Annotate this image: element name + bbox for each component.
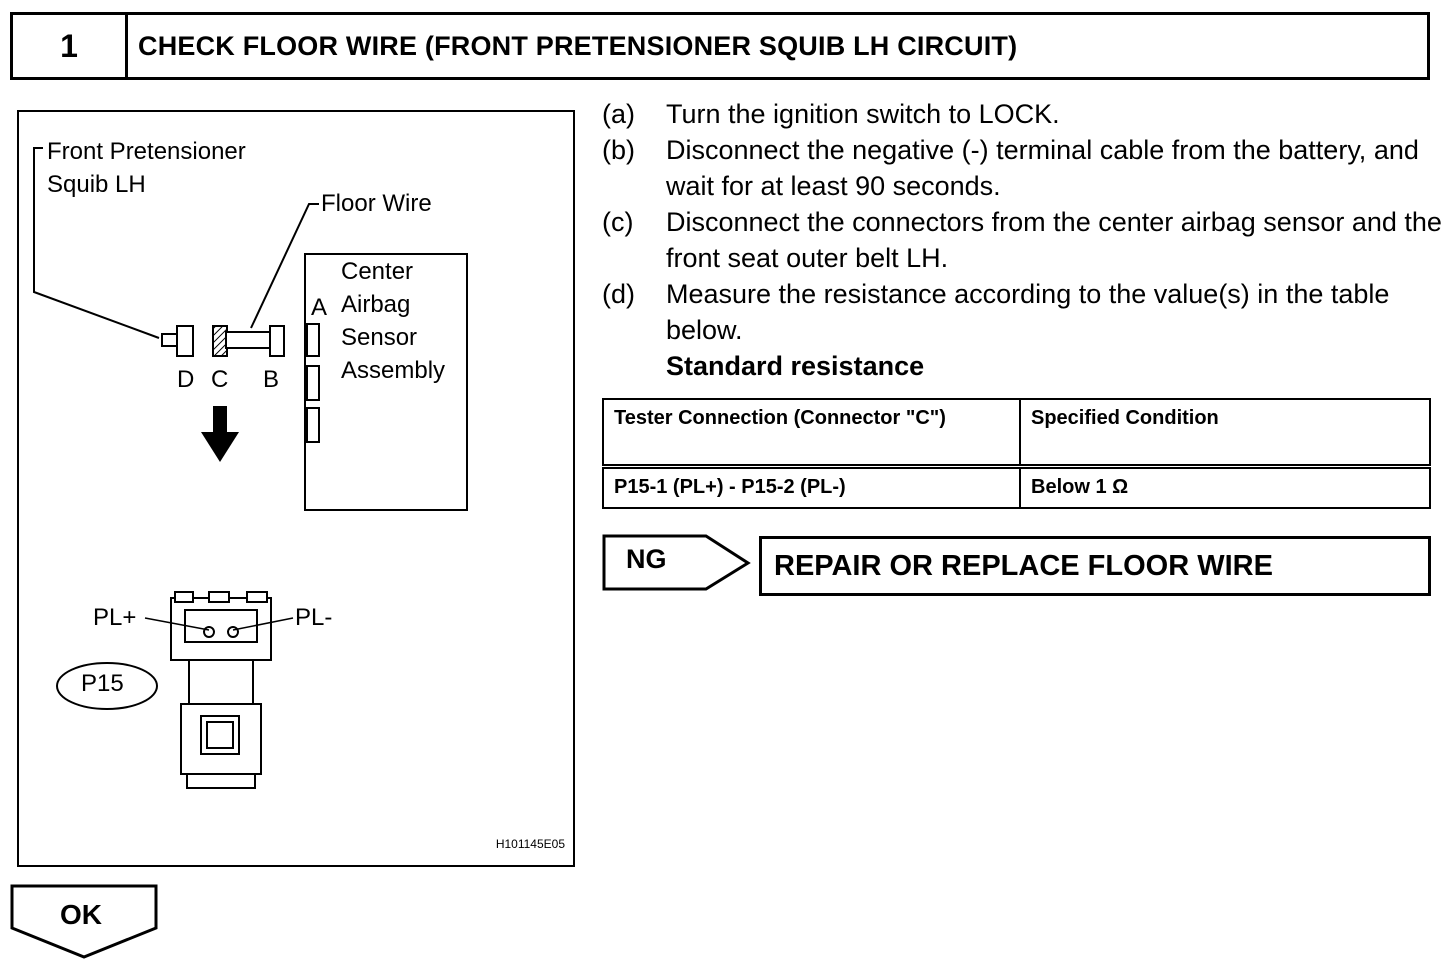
instruction-item: (d) Measure the resistance according to …: [602, 276, 1442, 348]
pl-minus-leader: [232, 617, 294, 631]
instruction-letter: (a): [602, 99, 635, 129]
standard-heading: Standard resistance: [666, 351, 925, 381]
instruction-list: (a) Turn the ignition switch to LOCK. (b…: [602, 96, 1442, 384]
pin-minus-label: PL-: [295, 604, 333, 631]
center-airbag-sensor-box: [304, 253, 468, 511]
table-header-cell: Tester Connection (Connector "C"): [602, 398, 1021, 469]
table-cell: P15-1 (PL+) - P15-2 (PL-): [602, 465, 1021, 509]
connector-letter-b: B: [263, 366, 280, 393]
squib-label-line2: Squib LH: [47, 171, 146, 198]
figure-code: H101145E05: [495, 837, 565, 851]
spec-table: Tester Connection (Connector "C") Specif…: [602, 398, 1431, 509]
connector-a-port-1: [306, 323, 320, 357]
instruction-text: Disconnect the connectors from the cente…: [666, 207, 1442, 273]
connector-letter-a: A: [311, 294, 328, 321]
instruction-letter: (d): [602, 279, 635, 309]
connector-code-label: P15: [81, 670, 124, 697]
ng-tag: [602, 534, 751, 591]
connector-a-port-3: [306, 407, 320, 443]
instruction-letter: (b): [602, 135, 635, 165]
step-title: CHECK FLOOR WIRE (FRONT PRETENSIONER SQU…: [138, 30, 1018, 61]
floor-wire-label: Floor Wire: [321, 190, 432, 217]
ng-label: NG: [626, 544, 667, 574]
floor-wire-leader-line: [250, 203, 319, 329]
instruction-letter: (c): [602, 207, 634, 237]
ok-tag: [10, 884, 158, 959]
step-number: 1: [13, 15, 128, 77]
sensor-label-line2: Airbag: [341, 291, 411, 318]
instruction-text: Measure the resistance according to the …: [666, 279, 1390, 345]
instruction-item: (a) Turn the ignition switch to LOCK.: [602, 96, 1442, 132]
table-header-row: Tester Connection (Connector "C") Specif…: [602, 398, 1431, 469]
table-header-cell: Specified Condition: [1019, 398, 1431, 469]
wiring-diagram: [33, 147, 468, 789]
connector-c: [212, 325, 228, 357]
p15-connector-drawing: [170, 591, 272, 789]
down-arrow-icon: [201, 406, 239, 462]
ok-label: OK: [60, 899, 102, 930]
connector-d: [176, 325, 194, 357]
squib-leader-line: [33, 147, 160, 339]
squib-label-line1: Front Pretensioner: [47, 138, 246, 165]
pl-plus-leader: [144, 617, 210, 631]
instruction-item: (c) Disconnect the connectors from the c…: [602, 204, 1442, 276]
step-header: 1 CHECK FLOOR WIRE (FRONT PRETENSIONER S…: [10, 12, 1430, 80]
sensor-label-line1: Center: [341, 258, 414, 285]
p15-ellipse: [56, 662, 158, 710]
connector-d-tab: [161, 333, 178, 347]
instruction-text: Turn the ignition switch to LOCK.: [666, 99, 1060, 129]
connector-a-port-2: [306, 365, 320, 401]
wiring-figure: Front Pretensioner Squib LH Floor Wire C…: [17, 110, 575, 867]
ng-action-box: REPAIR OR REPLACE FLOOR WIRE: [759, 536, 1431, 596]
instruction-text: Disconnect the negative (-) terminal cab…: [666, 135, 1419, 201]
connector-letter-d: D: [177, 366, 195, 393]
sensor-label-line3: Sensor: [341, 324, 418, 351]
table-cell: Below 1 Ω: [1019, 465, 1431, 509]
floor-wire-harness: [225, 331, 271, 349]
pin-plus-label: PL+: [93, 604, 137, 631]
sensor-label-line4: Assembly: [341, 357, 446, 384]
connector-b: [269, 325, 285, 357]
table-row: P15-1 (PL+) - P15-2 (PL-) Below 1 Ω: [602, 465, 1431, 509]
connector-letter-c: C: [211, 366, 229, 393]
instruction-item: (b) Disconnect the negative (-) terminal…: [602, 132, 1442, 204]
